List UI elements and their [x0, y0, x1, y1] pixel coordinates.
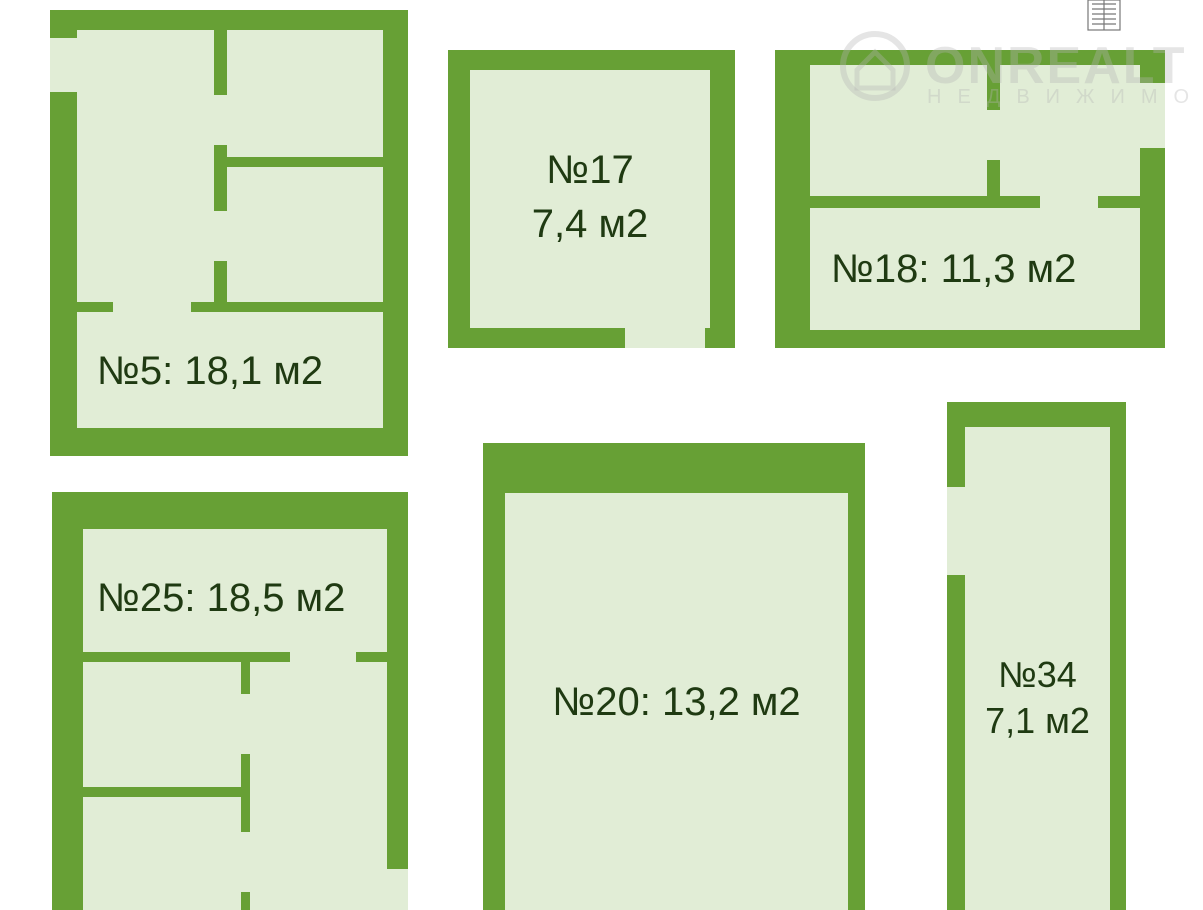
room-20-label: №20: 13,2 м2 — [552, 680, 801, 724]
room-17-number: №17 — [546, 148, 634, 192]
room-5 — [50, 10, 408, 456]
room-34-number: №34 — [998, 654, 1077, 695]
room-5-label: №5: 18,1 м2 — [97, 349, 324, 393]
room-18-label: №18: 11,3 м2 — [831, 247, 1077, 291]
room-34-area: 7,1 м2 — [985, 700, 1090, 741]
watermark-name: ONREALT — [925, 37, 1187, 95]
location-pin-logo-icon — [840, 31, 910, 101]
room-25-label: №25: 18,5 м2 — [97, 576, 346, 620]
room-25 — [52, 492, 408, 910]
room-34-label: №34 7,1 м2 — [965, 652, 1110, 744]
room-20 — [483, 443, 865, 910]
room-18 — [775, 50, 1165, 348]
room-17-label: №17 7,4 м2 — [470, 143, 710, 251]
watermark-subtitle: НЕДВИЖИМОСТЬ — [927, 86, 1203, 108]
room-17 — [448, 50, 735, 348]
staircase-icon — [1087, 0, 1121, 31]
room-34 — [947, 402, 1126, 910]
room-17-area: 7,4 м2 — [531, 202, 649, 246]
